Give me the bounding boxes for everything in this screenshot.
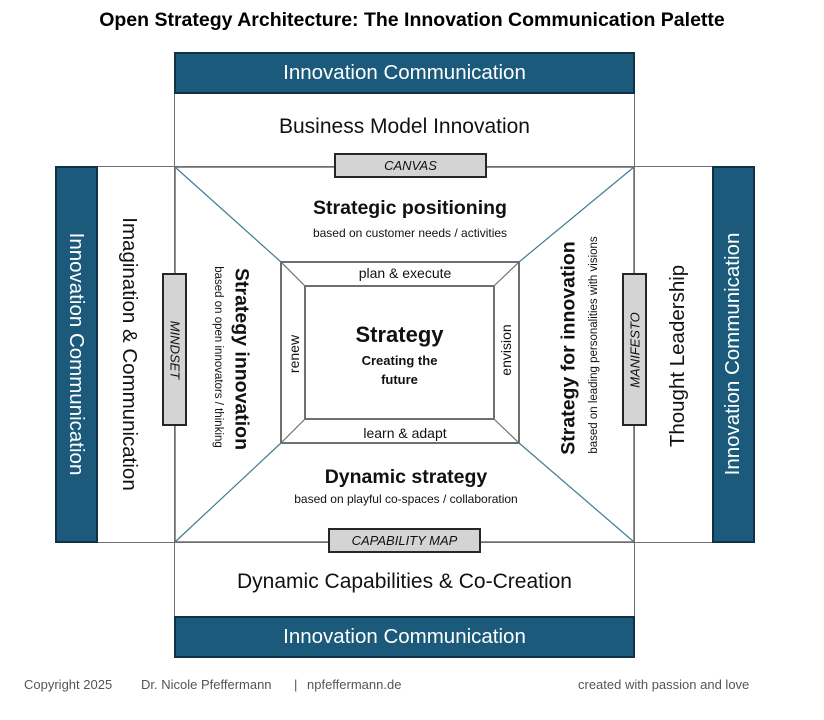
ring-corner-tl	[280, 261, 306, 287]
envision-label: envision	[498, 324, 514, 376]
diagonal-bottom-right	[518, 442, 635, 543]
innovation-communication-band-bottom: Innovation Communication	[174, 616, 635, 658]
strategic-positioning-subtitle: based on customer needs / activities	[312, 226, 508, 240]
footer-website-link[interactable]: npfeffermann.de	[307, 677, 402, 692]
business-model-innovation-label: Business Model Innovation	[279, 115, 530, 138]
footer-separator: |	[294, 677, 298, 692]
learn-adapt-label: learn & adapt	[363, 425, 447, 441]
dynamic-strategy-heading: Dynamic strategy	[324, 466, 488, 488]
ring-corner-tr	[493, 261, 520, 287]
strategy-center-subtitle-line1: Creating the	[361, 353, 438, 368]
renew-label: renew	[286, 334, 302, 374]
strategy-for-innovation-subtitle: based on leading personalities with visi…	[588, 236, 600, 454]
mindset-tag	[162, 273, 187, 426]
center-box-outline	[304, 285, 495, 420]
manifesto-tag	[622, 273, 647, 426]
diagonal-top-left	[174, 166, 282, 263]
dynamic-strategy-subtitle: based on playful co-spaces / collaborati…	[294, 492, 518, 506]
footer-tagline: created with passion and love	[578, 677, 750, 692]
strategy-center-subtitle-line2: future	[381, 372, 418, 387]
strategic-positioning-heading: Strategic positioning	[313, 197, 507, 219]
plan-execute-label: plan & execute	[358, 265, 452, 281]
dynamic-capabilities-label: Dynamic Capabilities & Co-Creation	[237, 569, 572, 593]
capability-map-tag: CAPABILITY MAP	[328, 528, 481, 553]
diagram-title: Open Strategy Architecture: The Innovati…	[99, 9, 725, 31]
ring-corner-br	[493, 418, 520, 444]
innovation-communication-band-right	[712, 166, 755, 543]
ring-corner-bl	[280, 418, 306, 444]
innovation-communication-band-left	[55, 166, 98, 543]
mindset-tag-label: MINDSET	[167, 320, 182, 379]
diagonal-bottom-left	[174, 442, 282, 543]
strategy-innovation-subtitle: based on open innovators / thinking	[212, 266, 224, 448]
footer-copyright: Copyright 2025	[24, 677, 113, 692]
ring-outer-outline	[280, 261, 520, 444]
strategy-for-innovation-heading: Strategy for innovation	[557, 241, 580, 455]
innovation-communication-band-top: Innovation Communication	[174, 52, 635, 94]
manifesto-tag-label: MANIFESTO	[627, 311, 642, 388]
strategy-center-heading: Strategy	[355, 322, 444, 347]
dynamic-capabilities-box: Dynamic Capabilities & Co-Creation	[174, 542, 635, 617]
diagonal-top-right	[518, 166, 635, 263]
canvas-tag: CANVAS	[334, 153, 487, 178]
strategy-innovation-heading: Strategy innovation	[230, 267, 253, 451]
footer-author: Dr. Nicole Pfeffermann	[141, 677, 272, 692]
